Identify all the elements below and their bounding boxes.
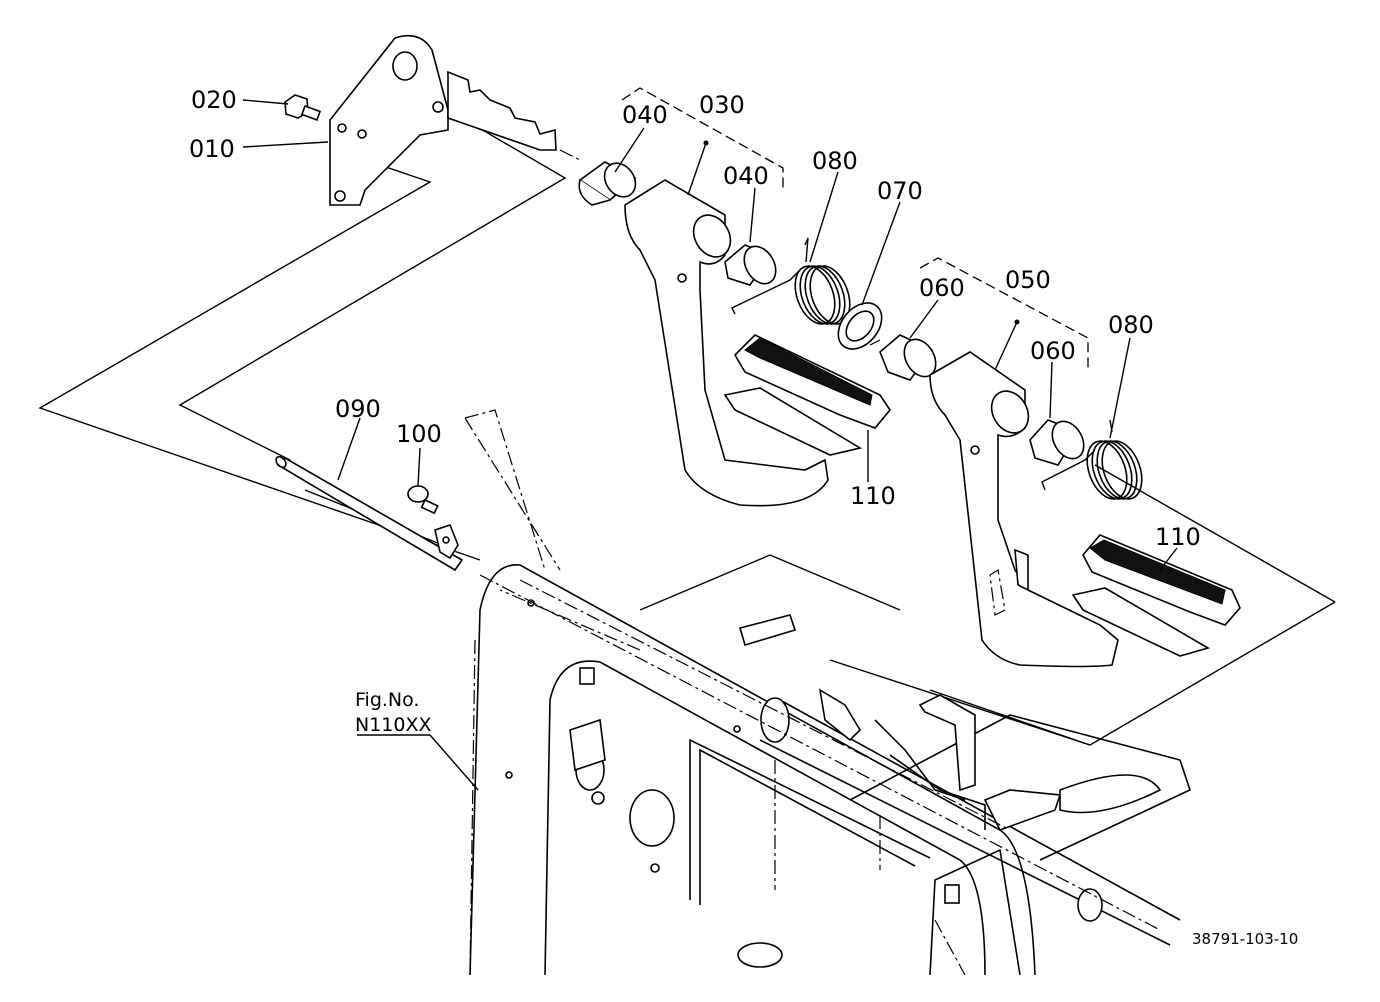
callout-010: 010 [189,135,235,163]
callout-080-right: 080 [1108,311,1154,339]
callout-050: 050 [1005,266,1051,294]
callout-060-left: 060 [919,274,965,302]
callout-030: 030 [699,91,745,119]
main-frame [469,564,1036,976]
washer-070 [837,302,883,350]
callout-040-right: 040 [723,162,769,190]
callout-040-left: 040 [622,101,668,129]
leader-lines [242,127,1178,791]
figure-ref-label: Fig.No. [355,689,419,711]
figure-ref-number: N110XX [355,714,432,736]
callout-020: 020 [191,86,237,114]
bolt-020 [242,94,322,121]
figure-reference: Fig.No. N110XX [355,689,432,736]
pedal-arm-050 [929,351,1119,668]
pedal-arm-030 [624,179,829,507]
callout-080-left: 080 [812,147,858,175]
pedal-pad-110-left [723,334,891,456]
callout-labels: 020 010 040 030 040 080 070 060 050 080 … [189,86,1201,551]
spring-080-right [1041,419,1143,500]
alignment-lines [464,149,1161,976]
bushing-060-right [1029,419,1085,466]
cross-tube [738,614,1191,946]
bracket-plate-010 [329,34,557,206]
bushing-040-left [578,161,637,206]
assembly-outline [38,109,1336,746]
callout-070: 070 [877,177,923,205]
callout-090: 090 [335,395,381,423]
bushing-060-left [879,334,937,381]
spring-080-left [731,237,851,325]
callout-110-left: 110 [850,482,896,510]
shaft-090 [275,455,464,572]
bushing-040-right [724,244,777,286]
drawing-number: 38791-103-10 [1192,930,1298,948]
bolt-100 [407,485,439,515]
callout-060-right: 060 [1030,337,1076,365]
callout-100: 100 [396,420,442,448]
pedal-pad-110-right [1071,534,1241,657]
callout-110-right: 110 [1155,523,1201,551]
